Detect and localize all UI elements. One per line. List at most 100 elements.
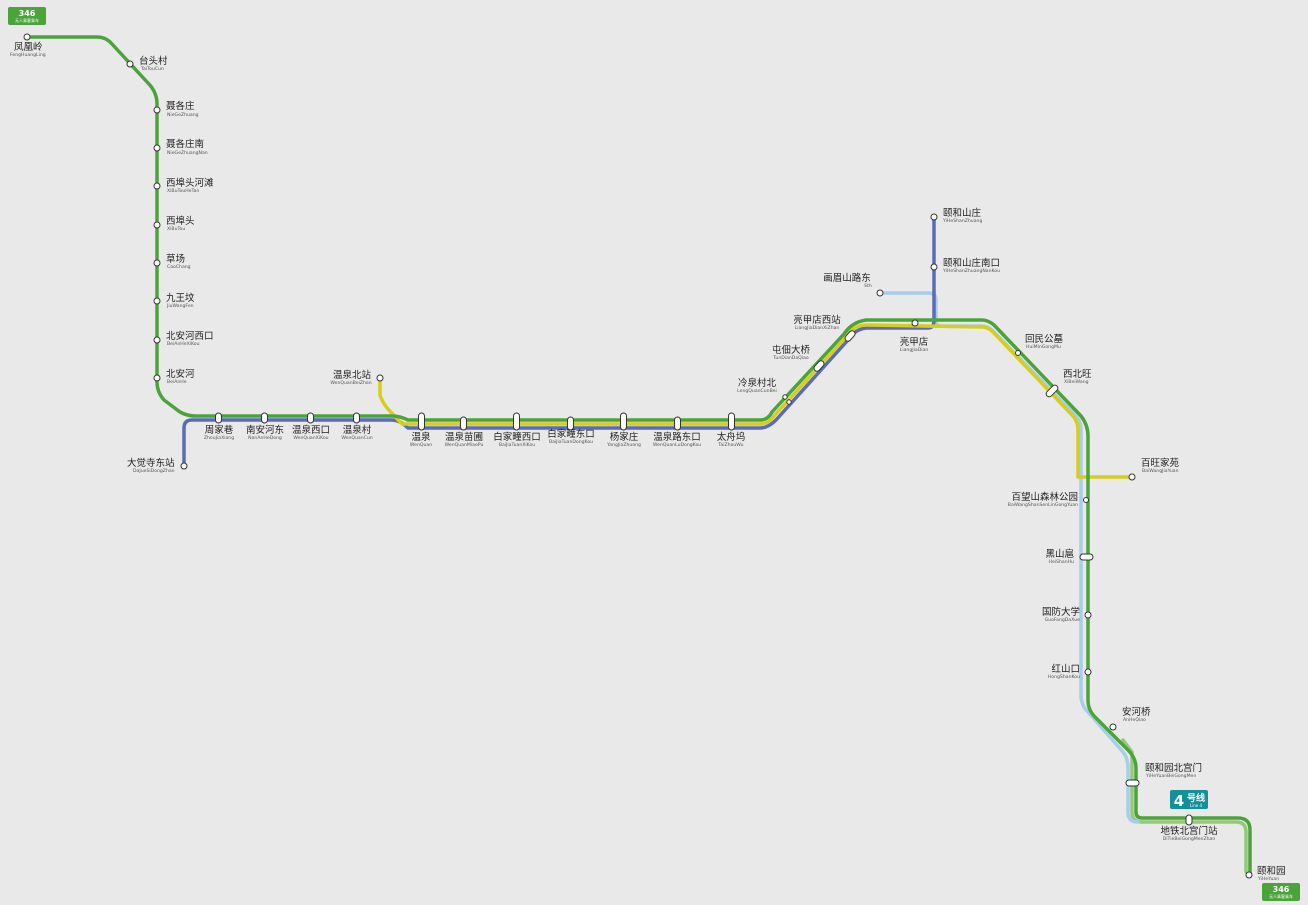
station-dot-hongshankou[interactable] [1084,668,1092,676]
station-dot-wenquanbeizhan[interactable] [376,374,384,382]
station-name: 白家疃东口 [547,428,595,440]
station-dot-beianhexikou[interactable] [153,336,161,344]
station-name: 国防大学 [1042,606,1080,618]
station-pill-nananhedong[interactable] [261,412,268,424]
station-pinyin: WenQuan [410,442,432,448]
station-pill-ditiebeigongmenzhan[interactable] [1185,814,1193,826]
station-dot-yiheshanzhuangnankou[interactable] [930,263,938,271]
station-label: 亮甲店 LiangJiaDian [900,336,929,353]
station-label: 太舟坞 TaiZhouWu [717,431,746,448]
route-badge-top[interactable]: 346 无人乘客乘车 [8,7,46,25]
station-label: 温泉村 WenQuanCun [341,424,372,441]
station-label: 颐和山庄南口 YiHeShanZhuangNanKou [942,257,1000,274]
station-markers [23,33,1253,879]
station-pinyin: NieGeZhuangNan [167,150,208,156]
station-dot-beianhe[interactable] [153,374,161,382]
station-label: 温泉 WenQuan [410,431,432,448]
station-pill-wenquanludongkou[interactable] [674,416,681,431]
station-name: 黑山扈 [1045,548,1074,560]
station-dot-niegezhuang[interactable] [153,106,161,114]
station-dot-xibutou[interactable] [153,221,161,229]
station-name: 颐和园北宫门 [1145,762,1202,774]
station-dot-xibutouhetan[interactable] [153,182,161,190]
station-dot-huimingongmu[interactable] [1015,350,1021,356]
station-dot-lengquancunbei-a[interactable] [782,394,788,400]
station-dot-jiuwangfen[interactable] [153,297,161,305]
station-name: 地铁北宫门站 [1160,825,1218,837]
badge-subtitle: 无人乘客乘车 [15,17,39,23]
station-pill-liangjiadianxizhan[interactable] [844,330,856,343]
station-pinyin: HuiMinGongMu [1026,344,1061,350]
station-pill-heishanhu[interactable] [1079,553,1094,561]
station-pill-xibeiwang[interactable] [1045,384,1059,398]
station-name: 九王坟 [166,292,195,304]
station-pinyin: BaiJiaTuanDongKou [549,439,593,445]
station-pill-wenquancun[interactable] [353,412,360,424]
station-label: 聂各庄南 NieGeZhuangNan [166,138,208,156]
station-name: 冷泉村北 [738,377,777,389]
route-badge-bottom[interactable]: 346 无人乘客乘车 [1262,883,1300,901]
line-4-badge[interactable]: 4 号线 Line 4 [1170,790,1208,810]
station-pill-yangjiazhuang[interactable] [620,412,627,431]
station-dot-huameishanludong[interactable] [876,289,884,297]
station-name: 温泉村 [343,424,372,436]
station-dot-fenghuangling[interactable] [23,33,31,41]
station-pill-wenquan[interactable] [418,412,425,431]
station-name: 温泉西口 [292,424,330,436]
station-pill-yiheyuanbeigongmen[interactable] [1125,779,1140,787]
station-name: 温泉北站 [333,369,372,381]
station-dot-lengquancunbei-b[interactable] [786,399,792,405]
station-dot-dajuesidongzhan[interactable] [180,462,188,470]
station-name: 亮甲店 [900,336,929,348]
station-label: 北安河 BeiAnHe [166,368,195,385]
station-name: 屯佃大桥 [772,344,811,356]
station-pinyin: YiHeShanZhuangNanKou [942,268,1000,274]
station-name: 北安河西口 [166,330,214,342]
station-label: 颐和园 YiHeYuan [1257,866,1286,882]
station-label: 黑山扈 HeiShanHu [1045,548,1074,565]
light-blue-line [878,291,1140,824]
station-dot-baiwangjiayuan[interactable] [1128,473,1136,481]
station-label: 温泉北站 WenQuanBeiZhan [330,369,371,386]
station-dot-anheqiao[interactable] [1109,723,1117,731]
station-name: 太舟坞 [717,431,746,443]
station-pill-tundiandaqiao[interactable] [813,360,825,373]
station-pinyin: LengQuanCunBei [737,388,777,394]
station-label: 温泉路东口 WenQuanLuDongKou [653,431,701,448]
station-pinyin: CaoChang [167,264,191,270]
station-label: 温泉西口 WenQuanXiKou [292,424,330,441]
station-dot-liangjiadian[interactable] [911,319,919,327]
station-pinyin: BaiWangJiaYuan [1142,468,1179,474]
light-green-line [1121,738,1248,874]
station-pill-baijiatuandongkou[interactable] [567,416,574,431]
route-lines [25,35,1252,876]
station-pill-wenquanmiaopu[interactable] [460,416,467,431]
station-name: 草场 [166,253,185,265]
station-pinyin: XiBeiWang [1064,379,1089,385]
station-label: 周家巷 ZhouJiaXiang [204,424,234,441]
station-label: 国防大学 GuoFangDaXue [1042,606,1080,623]
station-pill-taizhouwu[interactable] [728,412,735,431]
station-pill-zhoujiaxiang[interactable] [215,412,222,424]
station-name: 温泉 [411,431,431,443]
station-dot-yiheshanzhuang[interactable] [930,213,938,221]
station-dot-niegezhuangnan[interactable] [153,144,161,152]
station-dot-yiheyuan[interactable] [1245,871,1253,879]
station-dot-guofangdaxue[interactable] [1084,611,1092,619]
station-dot-caochang[interactable] [153,259,161,267]
station-pill-baijiatuanxikou[interactable] [513,412,520,431]
station-pinyin: HongShanKou [1048,674,1080,680]
station-pinyin: ZhouJiaXiang [204,435,234,441]
station-pinyin: DaJueSiDongZhan [133,468,175,474]
green-line [25,35,1252,876]
station-name: 凤凰岭 [14,41,43,53]
station-name: 红山口 [1051,663,1080,675]
station-pill-wenquanxikou[interactable] [307,412,314,424]
station-dot-baiwangshansenlingongyuan[interactable] [1083,497,1089,503]
station-name: 西埠头河滩 [166,177,214,189]
station-name: 亮甲店西站 [793,314,841,326]
station-name: 南安河东 [246,424,284,436]
station-label: 西北旺 XiBeiWang [1063,369,1092,385]
station-name: 聂各庄南 [166,138,204,150]
station-dot-taitoucun[interactable] [126,60,134,68]
